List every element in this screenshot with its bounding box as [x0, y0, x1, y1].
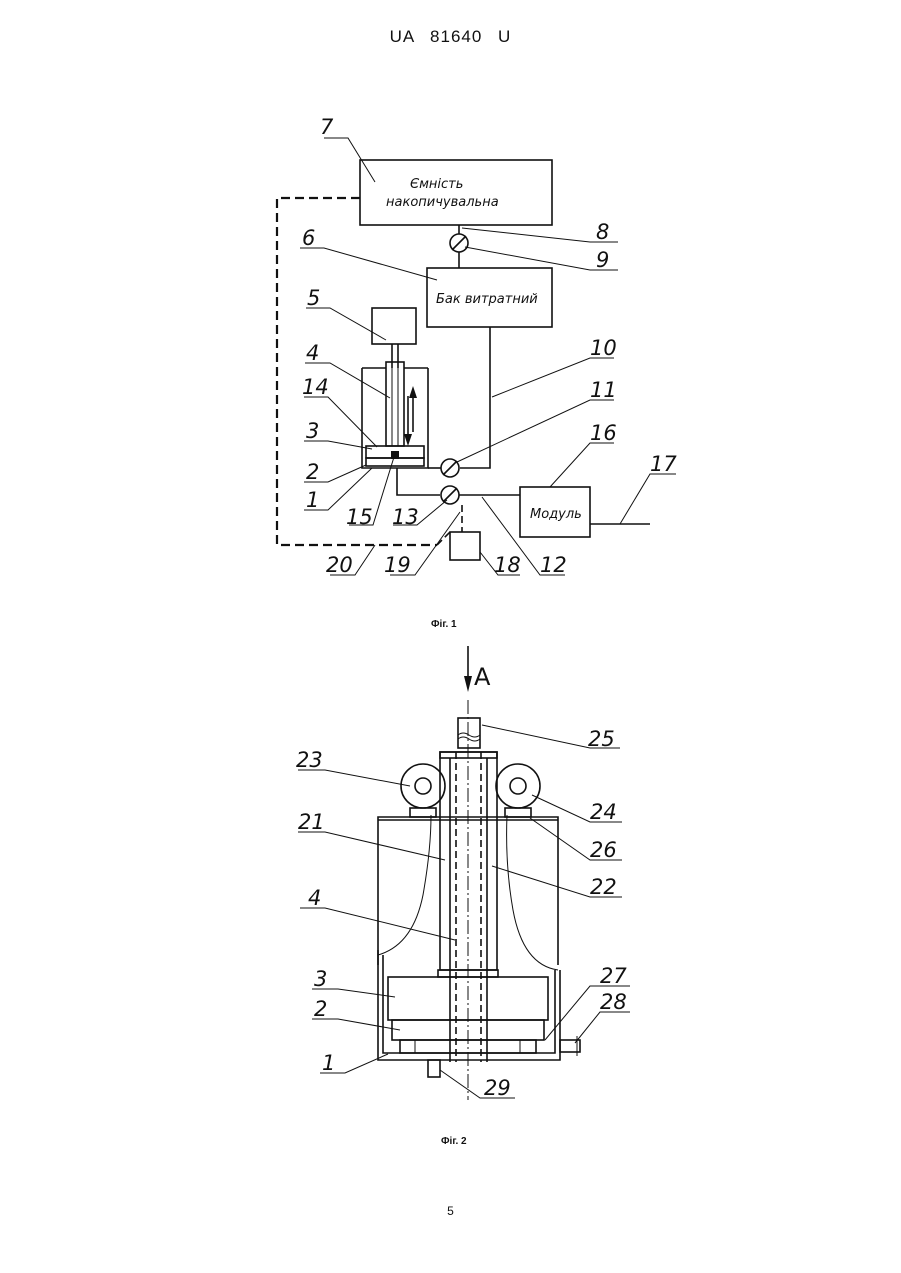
label-9: 9: [596, 248, 609, 272]
label-16: 16: [590, 421, 617, 445]
label-20: 20: [326, 553, 353, 577]
figure-1-schematic: Ємність накопичувальна Бак витратний: [277, 115, 677, 577]
label-22: 22: [590, 875, 617, 899]
drive-block-5: [372, 308, 416, 344]
roller-24-icon: [496, 764, 540, 808]
label-23: 23: [296, 748, 323, 772]
label-12: 12: [540, 553, 567, 577]
label-13: 13: [392, 505, 419, 529]
figure-2-section: А: [296, 646, 630, 1100]
block-18: [450, 532, 480, 560]
label-27: 27: [600, 964, 627, 988]
label-3: 3: [306, 419, 319, 443]
label-21: 21: [298, 810, 325, 834]
label-10: 10: [590, 336, 617, 360]
label-5: 5: [307, 286, 320, 310]
page-number: 5: [0, 1204, 901, 1218]
view-letter-a: А: [474, 663, 491, 691]
label-18: 18: [494, 553, 521, 577]
label-2-fig2: 2: [314, 997, 327, 1021]
figure-2-caption: Фіг. 2: [441, 1136, 467, 1147]
label-15: 15: [346, 505, 373, 529]
label-17: 17: [650, 452, 677, 476]
consumable-tank-label: Бак витратний: [436, 292, 538, 307]
label-4: 4: [306, 341, 319, 365]
label-26: 26: [590, 838, 617, 862]
label-25: 25: [588, 727, 615, 751]
label-2: 2: [306, 460, 319, 484]
label-28: 28: [600, 990, 627, 1014]
label-8: 8: [596, 220, 609, 244]
label-29: 29: [484, 1076, 511, 1100]
label-1-fig2: 1: [322, 1051, 335, 1075]
label-7: 7: [320, 115, 334, 139]
label-14: 14: [302, 375, 329, 399]
storage-tank-label-line1: Ємність: [410, 177, 463, 192]
label-19: 19: [384, 553, 411, 577]
label-1: 1: [306, 488, 319, 512]
label-4-fig2: 4: [308, 886, 321, 910]
label-11: 11: [590, 378, 617, 402]
label-3-fig2: 3: [314, 967, 327, 991]
storage-tank-box: [360, 160, 552, 225]
label-24: 24: [590, 800, 617, 824]
module-label: Модуль: [530, 507, 582, 522]
label-6: 6: [302, 226, 315, 250]
storage-tank-label-line2: накопичувальна: [386, 195, 499, 210]
figure-1-caption: Фіг. 1: [431, 619, 457, 630]
